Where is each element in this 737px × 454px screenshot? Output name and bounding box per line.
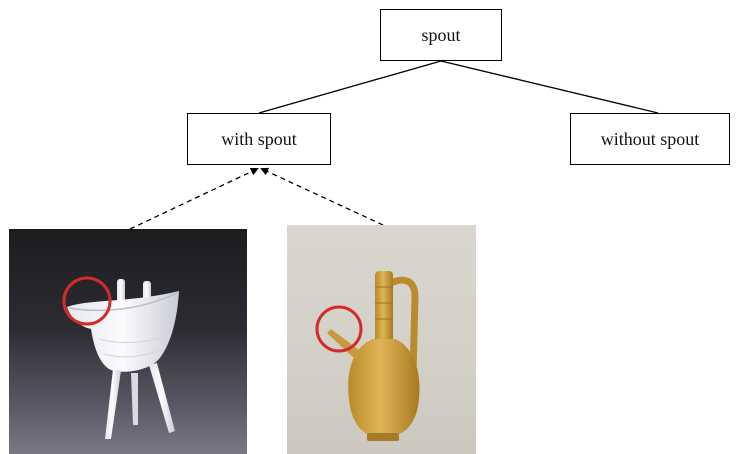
jue-cup-photo: [9, 229, 247, 454]
node-without-spout: without spout: [570, 113, 730, 165]
node-spout: spout: [380, 9, 502, 61]
spout-highlight-circle: [315, 305, 363, 353]
jue-cup-illustration: [62, 276, 179, 439]
node-without-spout-label: without spout: [600, 128, 700, 149]
node-with-spout: with spout: [187, 113, 331, 165]
node-with-spout-label: with spout: [221, 128, 297, 149]
ewer-photo: [287, 225, 476, 454]
edge-root-to-without-spout: [440, 60, 659, 114]
spout-highlight-circle: [62, 276, 112, 326]
edge-root-to-with-spout: [258, 60, 442, 114]
ewer-illustration: [315, 271, 420, 441]
dashed-arrow-jue: [129, 167, 259, 230]
dashed-arrow-ewer: [260, 167, 384, 226]
node-spout-label: spout: [421, 24, 461, 45]
